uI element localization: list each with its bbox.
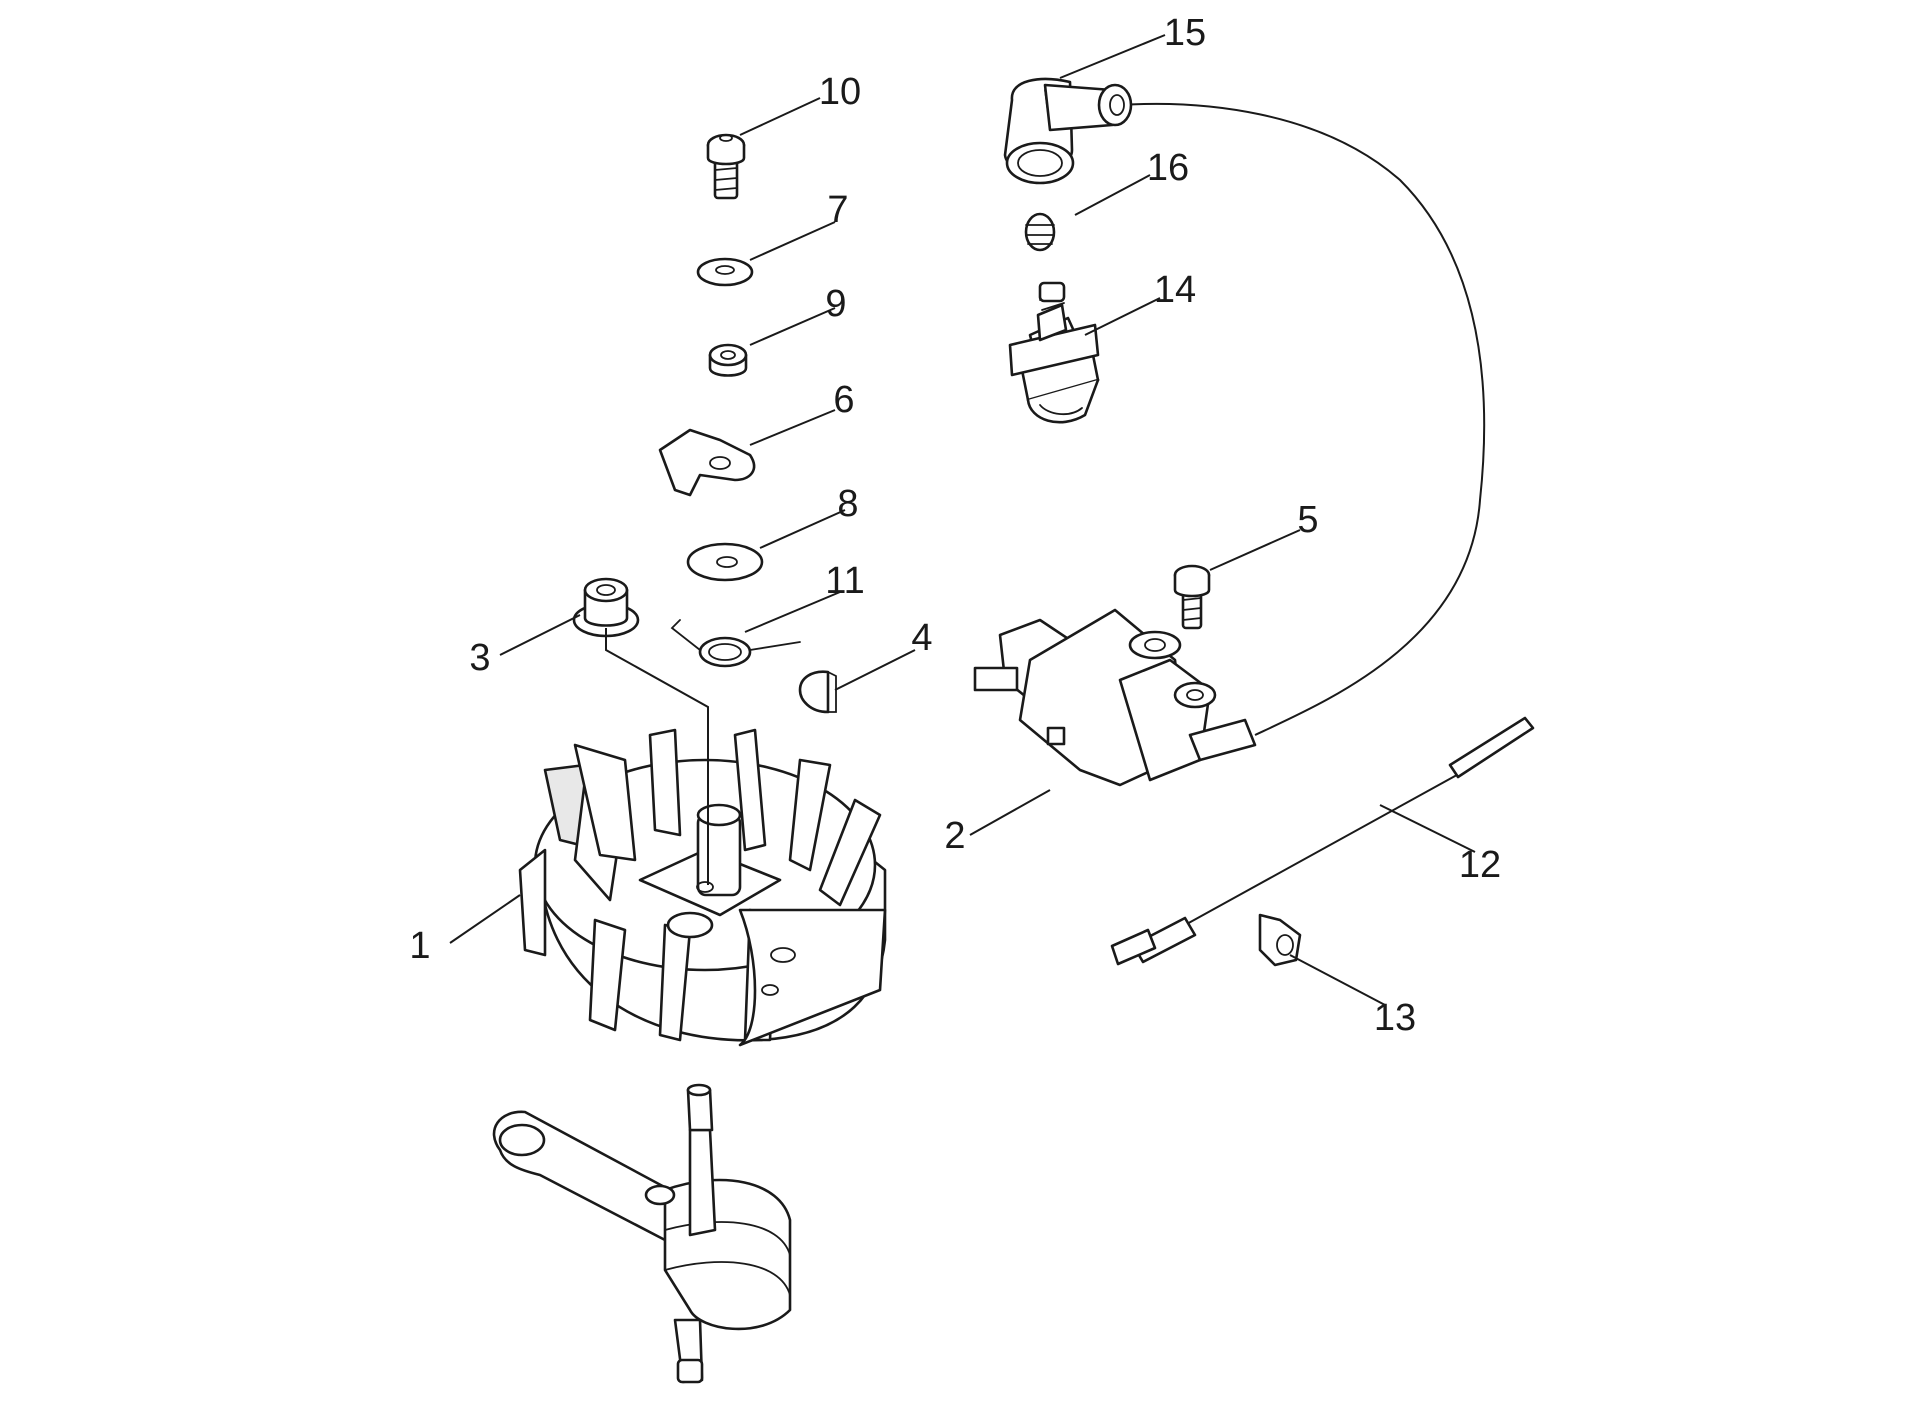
callout-13: 13	[1374, 997, 1416, 1039]
callout-14: 14	[1154, 269, 1196, 311]
part-2-ignition-coil	[973, 608, 1257, 787]
callout-12: 12	[1459, 844, 1501, 886]
part-13-grommet	[1258, 913, 1302, 967]
callout-4: 4	[911, 617, 932, 659]
crankshaft-assembly	[492, 1083, 792, 1384]
callout-9: 9	[825, 283, 846, 325]
part-15-plug-cap	[1003, 77, 1133, 185]
part-4-key	[798, 670, 837, 714]
part-10-screw	[706, 133, 746, 200]
callout-7: 7	[827, 189, 848, 231]
part-6-pawl	[658, 428, 756, 497]
part-8-washer	[686, 542, 764, 582]
callout-5: 5	[1297, 499, 1318, 541]
callout-3: 3	[469, 637, 490, 679]
part-5-screw	[1173, 564, 1211, 630]
leader-lines	[449, 34, 1476, 1006]
part-7-washer	[696, 257, 754, 287]
callout-8: 8	[837, 483, 858, 525]
callout-10: 10	[819, 71, 861, 113]
callout-6: 6	[833, 379, 854, 421]
part-16-spring	[1024, 212, 1056, 252]
callout-labels: 1 2 3 4 5 6 7 8 9 10 11 12 13 14 15 16	[409, 12, 1501, 1039]
callout-11: 11	[825, 560, 864, 602]
part-3-flange-nut	[572, 577, 640, 638]
part-14-spark-plug	[1008, 281, 1100, 424]
part-9-collar	[708, 343, 748, 377]
callout-1: 1	[409, 925, 430, 967]
part-12-stop-wire	[1110, 716, 1535, 966]
high-tension-wire	[1119, 102, 1486, 736]
callout-15: 15	[1164, 12, 1206, 54]
callout-16: 16	[1147, 147, 1189, 189]
part-11-spring	[670, 619, 801, 668]
part-1-flywheel	[518, 728, 887, 1047]
callout-2: 2	[944, 815, 965, 857]
